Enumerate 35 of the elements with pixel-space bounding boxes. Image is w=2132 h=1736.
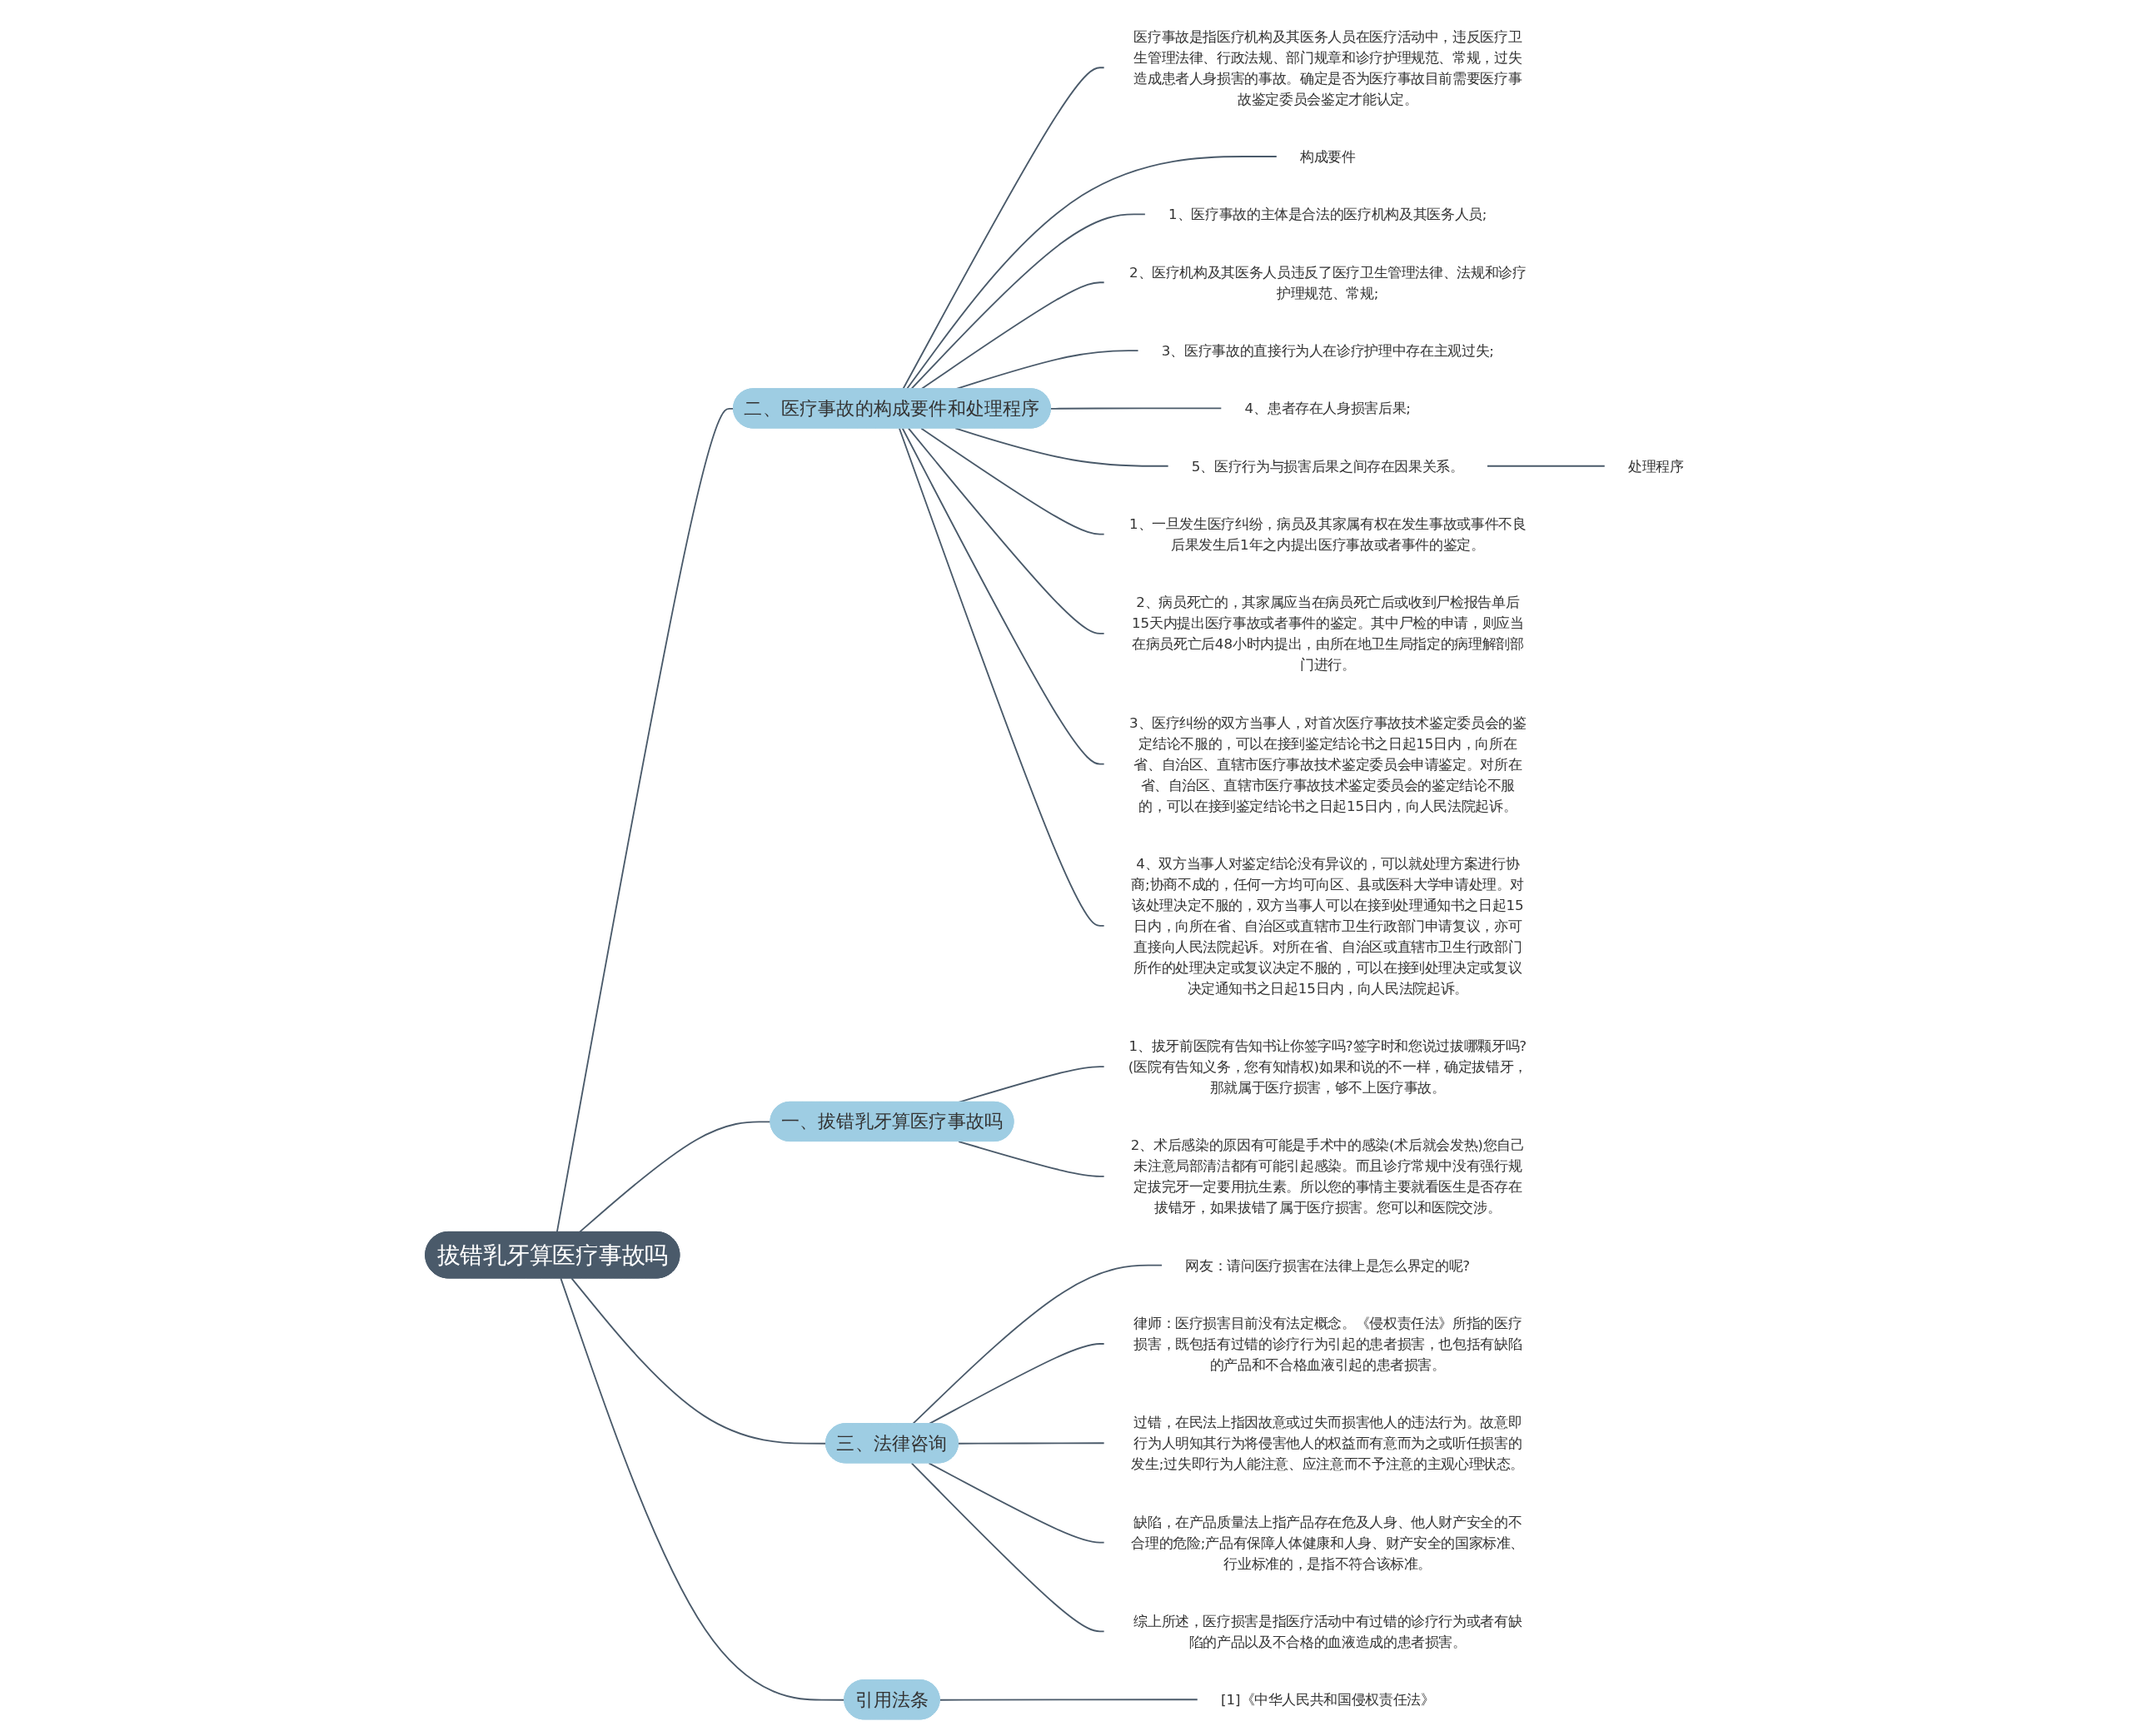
- node-text: 处理程序: [1627, 458, 1684, 475]
- node-text: 过错，在民法上指因故意或过失而损害他人的违法行为。故意即行为人明知其行为将侵害他人的权益而有意而为之或听任损害的发生;过失即行为人能注意、应注意而不予注意的主观心理状态。: [1131, 1414, 1525, 1472]
- node-text: 1、拔牙前医院有告知书让你签字吗?签字时和您说过拔哪颗牙吗?(医院有告知义务，您有知情权)如果和说的不一样，确定拔错牙，那就属于医疗损害，够不上医疗事故。: [1128, 1037, 1527, 1096]
- connector: [1049, 407, 1223, 410]
- node-text: 综上所述，医疗损害是指医疗活动中有过错的诊疗行为或者有缺陷的产品以及不合格的血液造成的患者损害。: [1133, 1613, 1522, 1650]
- connector: [928, 1462, 1106, 1544]
- connector: [570, 1277, 827, 1445]
- node-text: 2、病员死亡的，其家属应当在病员死亡后或收到尸检报告单后15天内提出医疗事故或者事件的鉴定。其中尸检的申请，则应当在病员死亡后48小时内提出，由所在地卫生局指定的病理解剖部门进行。: [1131, 594, 1524, 674]
- connector: [907, 427, 1106, 634]
- node-text: [1]《中华人民共和国侵权责任法》: [1220, 1691, 1435, 1708]
- connector: [1486, 465, 1606, 467]
- connector: [910, 1462, 1106, 1633]
- node-text: 3、医疗事故的直接行为人在诊疗护理中存在主观过失;: [1161, 342, 1494, 359]
- node-text: 4、双方当事人对鉴定结论没有异议的，可以就处理方案进行协商;协商不成的，任何一方均可向区、县或医科大学申请处理。对该处理决定不服的，双方当事人可以在接到处理通知书之日起15日内，向所在省、自治区或直辖市卫生行政部门申请复议，亦可直接向人民法院起诉。对所在省、自治区或直辖市卫生行政部门所作的处理决定或复议决定不服的，可以在接到处理决定或复议决定通知书之日起15日内，向人民法院起诉。: [1131, 855, 1525, 997]
- node-text: 3、医疗纠纷的双方当事人，对首次医疗事故技术鉴定委员会的鉴定结论不服的，可以在接到鉴定结论书之日起15日内，向所在省、自治区、直辖市医疗事故技术鉴定委员会申请鉴定。对所在省、自治区、直辖市医疗事故技术鉴定委员会的鉴定结论不服的，可以在接到鉴定结论书之日起15日内，向人民法院起诉。: [1128, 714, 1527, 814]
- connector: [958, 1141, 1106, 1177]
- connector: [901, 427, 1106, 765]
- node-text: 4、患者存在人身损害后果;: [1244, 400, 1411, 417]
- node-text: 2、医疗机构及其医务人员违反了医疗卫生管理法律、法规和诊疗护理规范、常规;: [1128, 264, 1527, 301]
- node-text: 律师：医疗损害目前没有法定概念。《侵权责任法》所指的医疗损害，既包括有过错的诊疗行为引起的患者损害，也包括有缺陷的产品和不合格血液引起的患者损害。: [1133, 1315, 1522, 1373]
- connector: [555, 407, 735, 1233]
- connector: [939, 1699, 1199, 1701]
- connector: [898, 427, 1106, 927]
- connector: [957, 1442, 1106, 1445]
- node-text: 1、医疗事故的主体是合法的医疗机构及其医务人员;: [1168, 206, 1487, 223]
- node-text: 构成要件: [1299, 148, 1356, 165]
- node-text: 网友：请问医疗损害在法律上是怎么界定的呢?: [1185, 1256, 1471, 1274]
- node-text: 1、一旦发生医疗纠纷，病员及其家属有权在发生事故或事件不良后果发生后1年之内提出医疗事故或者事件的鉴定。: [1128, 515, 1527, 553]
- connector: [578, 1121, 772, 1233]
- connector: [954, 427, 1170, 467]
- node-text: 5、医疗行为与损害后果之间存在因果关系。: [1191, 458, 1464, 475]
- node-text: 医疗事故是指医疗机构及其医务人员在医疗活动中，违反医疗卫生管理法律、行政法规、部门规章和诊疗护理规范、常规，过失造成患者人身损害的事故。确定是否为医疗事故目前需要医疗事故鉴定委员会鉴定才能认定。: [1133, 28, 1522, 107]
- connector: [920, 427, 1106, 535]
- node-text: 2、术后感染的原因有可能是手术中的感染(术后就会发热)您自己未注意局部清洁都有可能引起感染。而且诊疗常规中没有强行规定拔完牙一定要用抗生素。所以您的事情主要就看医生是否存在拔错牙，如果拔错了属于医疗损害。您可以和医院交涉。: [1130, 1137, 1525, 1216]
- node-text: 缺陷，在产品质量法上指产品存在危及人身、他人财产安全的不合理的危险;产品有保障人体健康和人身、财产安全的国家标准、行业标准的，是指不符合该标准。: [1131, 1513, 1525, 1572]
